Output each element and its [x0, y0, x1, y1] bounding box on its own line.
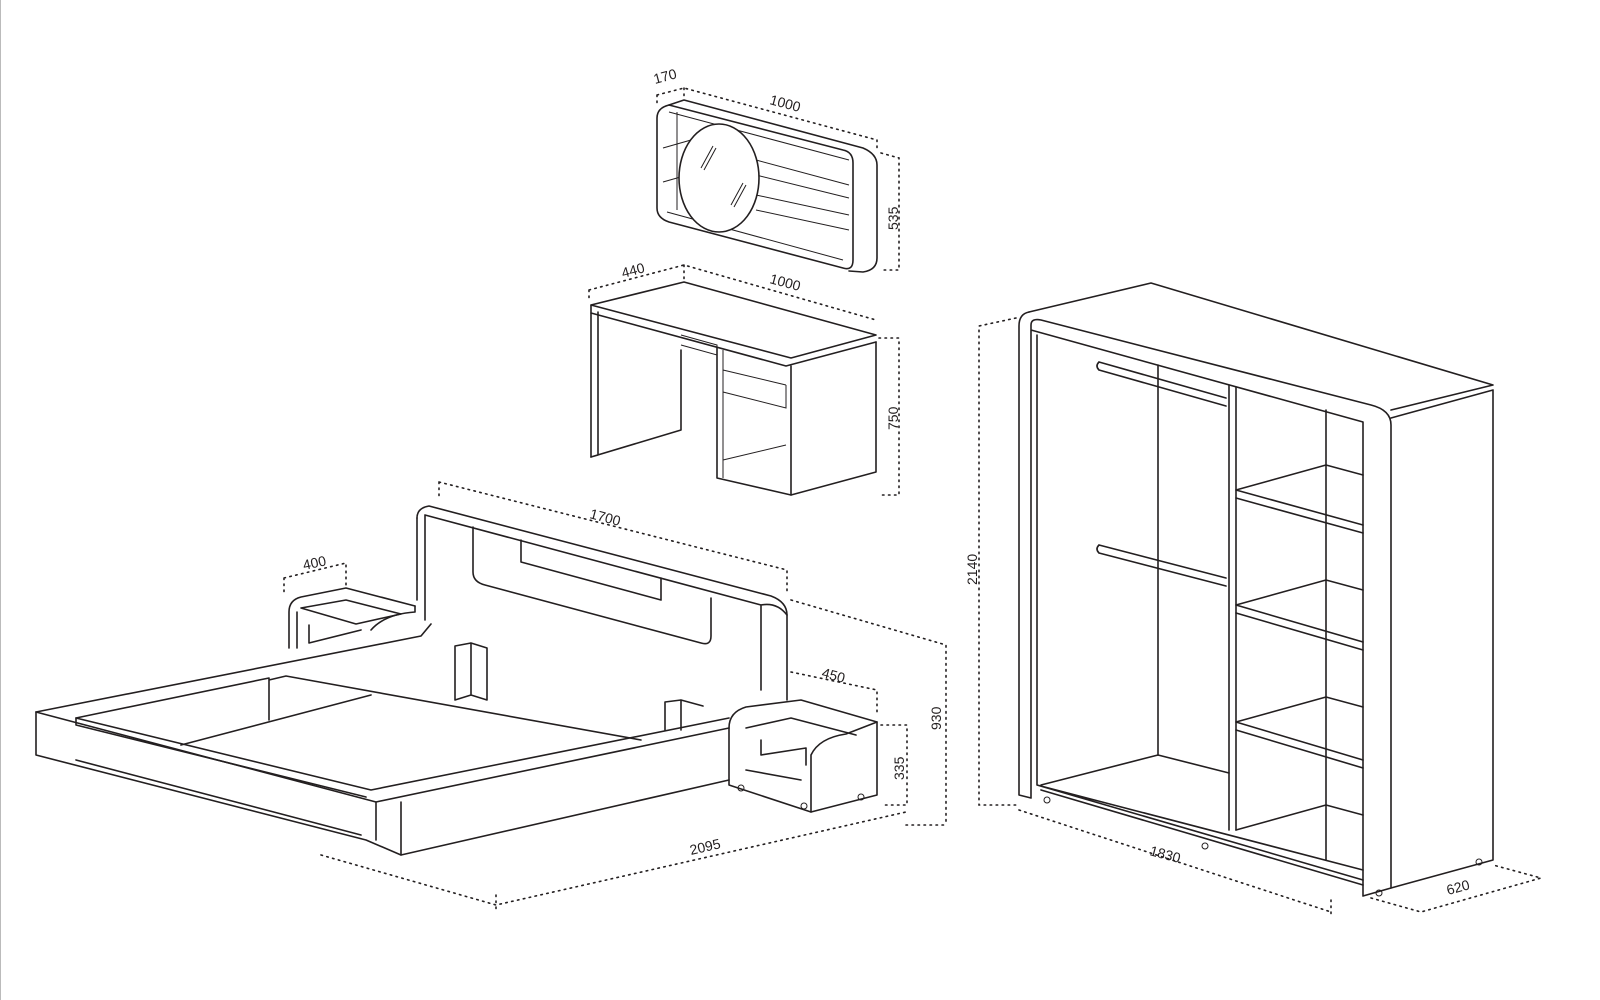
bed-length-label: 2095 — [688, 835, 722, 858]
nightstand-height-label: 335 — [891, 756, 907, 780]
wardrobe — [1018, 282, 1494, 897]
round-mirror — [678, 123, 760, 233]
mirror-width-label: 1000 — [768, 91, 802, 115]
wardrobe-height-label: 2140 — [964, 554, 980, 585]
bed — [35, 505, 788, 856]
bed-dimensions: 1700 930 2095 400 450 335 — [283, 481, 947, 911]
mirror-dimensions: 170 1000 535 — [652, 65, 901, 271]
nightstand-depth-label: 400 — [301, 552, 327, 573]
bed-height-label: 930 — [928, 706, 944, 730]
wardrobe-width-label: 1830 — [1148, 842, 1182, 866]
desk — [590, 281, 877, 496]
mirror-height-label: 535 — [885, 206, 901, 230]
desk-dimensions: 440 1000 750 — [588, 259, 901, 496]
nightstand-left — [288, 587, 416, 649]
desk-width-label: 1000 — [768, 270, 802, 294]
nightstand-width-label: 450 — [820, 664, 847, 686]
mirror-depth-label: 170 — [652, 65, 679, 87]
mirror-shelf — [656, 99, 878, 273]
wardrobe-dimensions: 2140 1830 620 — [964, 317, 1544, 916]
desk-height-label: 750 — [885, 406, 901, 430]
desk-depth-label: 440 — [620, 259, 647, 281]
wardrobe-depth-label: 620 — [1445, 876, 1472, 898]
nightstand-right — [728, 699, 878, 813]
headboard-width-label: 1700 — [588, 505, 622, 529]
